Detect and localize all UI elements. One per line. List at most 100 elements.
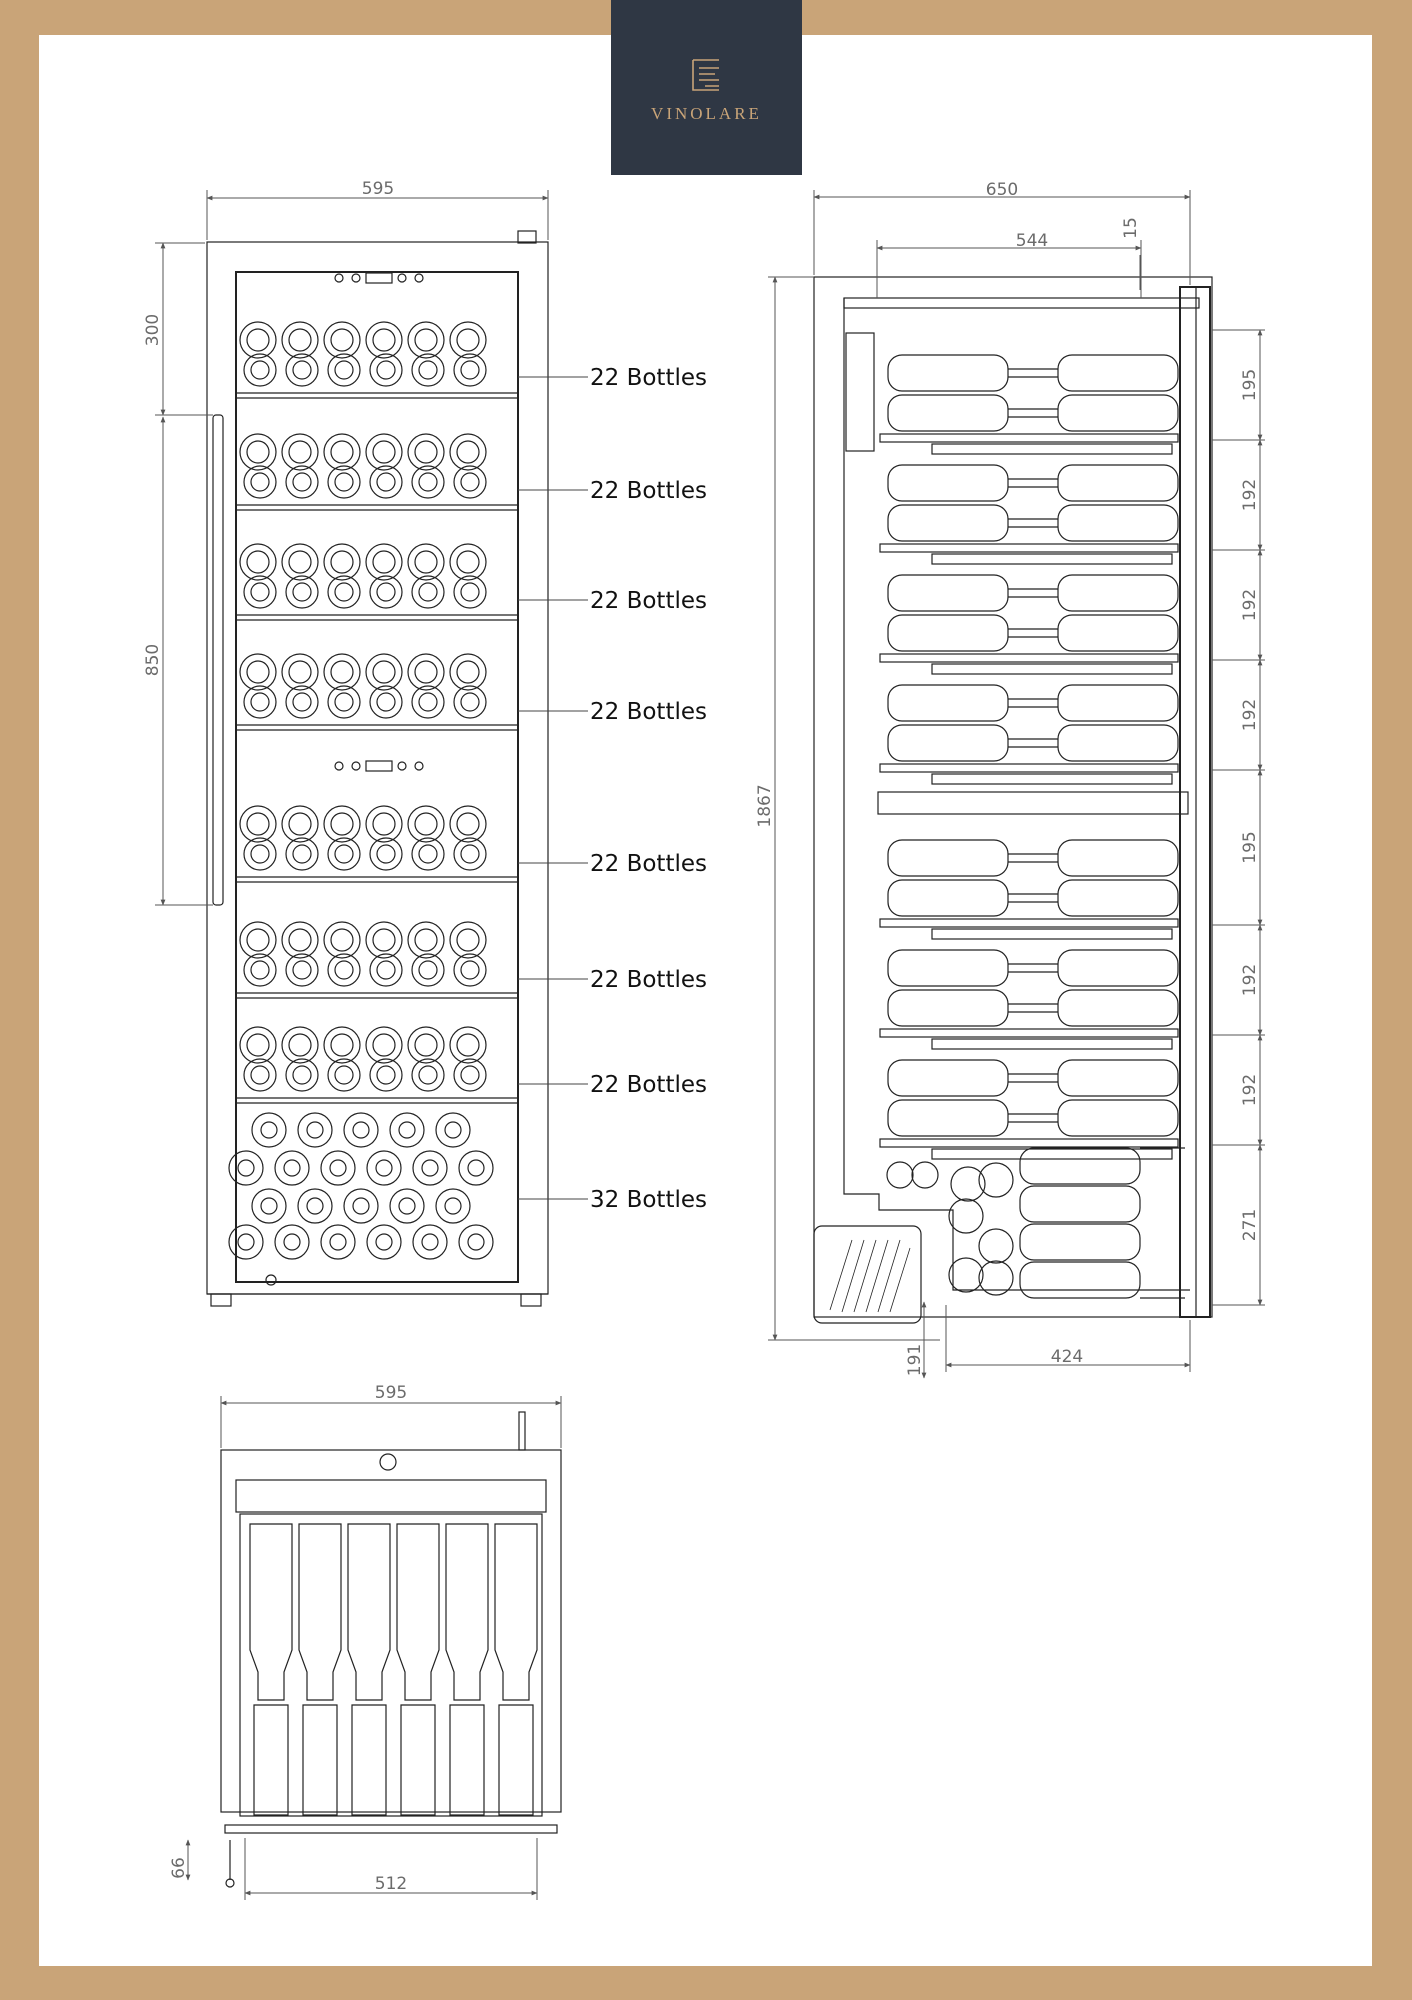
- bottle-base-icon: [435, 1188, 471, 1224]
- bottle-base-icon: [407, 321, 445, 359]
- brand-logo: VINOLARE: [611, 0, 802, 175]
- bottle-icon: [298, 1523, 342, 1701]
- bottle-base-icon: [449, 653, 487, 691]
- bottle-base-icon: [323, 321, 361, 359]
- bottle-base-icon: [366, 1150, 402, 1186]
- bottle-base-icon: [369, 837, 403, 871]
- bottle-base-icon: [323, 653, 361, 691]
- bottle-base-icon: [365, 433, 403, 471]
- bottle-base-icon: [369, 1058, 403, 1092]
- bottle-base-icon: [327, 1058, 361, 1092]
- bottle-base-icon: [327, 353, 361, 387]
- shelf-spacing-label: 271: [1240, 1209, 1260, 1241]
- bottle-base-icon: [239, 321, 277, 359]
- bottle-base-icon: [407, 805, 445, 843]
- shelf-spacing-label: 192: [1240, 1074, 1260, 1106]
- bottle-base-icon: [274, 1150, 310, 1186]
- shelf-spacing-label: 192: [1240, 964, 1260, 996]
- bottle-icon: [445, 1523, 489, 1701]
- bottle-base-icon: [251, 1112, 287, 1148]
- bottle-base-icon: [412, 1224, 448, 1260]
- bottle-base-icon: [458, 1224, 494, 1260]
- bottle-base-icon: [453, 837, 487, 871]
- top-cabinet-outline: [220, 1449, 562, 1813]
- bottle-icon: [449, 1704, 485, 1816]
- bottle-base-icon: [228, 1224, 264, 1260]
- bottle-base-icon: [453, 1058, 487, 1092]
- shelf-spacing-label: 192: [1240, 479, 1260, 511]
- total-height-label: 1867: [755, 784, 775, 827]
- bottle-base-icon: [449, 433, 487, 471]
- bottle-base-icon: [343, 1188, 379, 1224]
- page-frame: [39, 35, 1372, 1966]
- side-dimensions: [768, 190, 1265, 1379]
- bottle-base-icon: [285, 685, 319, 719]
- bottle-base-icon: [366, 1224, 402, 1260]
- bottle-base-icon: [411, 575, 445, 609]
- bottle-base-icon: [285, 465, 319, 499]
- shelf-capacity-label: 22 Bottles: [590, 1072, 707, 1098]
- front-shelf: [236, 321, 518, 399]
- bottle-base-icon: [285, 353, 319, 387]
- bottle-base-icon: [453, 353, 487, 387]
- bottle-base-icon: [327, 685, 361, 719]
- bottle-base-icon: [285, 575, 319, 609]
- bottle-base-icon: [243, 1058, 277, 1092]
- bottle-base-icon: [411, 465, 445, 499]
- shelf-spacing-label: 192: [1240, 589, 1260, 621]
- bottle-base-icon: [243, 353, 277, 387]
- shelf-capacity-label: 22 Bottles: [590, 851, 707, 877]
- side-shelf: [879, 354, 1179, 455]
- bottle-base-icon: [411, 685, 445, 719]
- bottle-base-icon: [243, 837, 277, 871]
- bottle-icon: [494, 1523, 538, 1701]
- bottle-icon: [302, 1704, 338, 1816]
- bottle-base-icon: [251, 1188, 287, 1224]
- bottle-icon: [400, 1704, 436, 1816]
- zone-divider: [877, 791, 1189, 815]
- bottle-base-icon: [323, 543, 361, 581]
- base-height-label: 191: [905, 1344, 925, 1376]
- side-shelf: [879, 574, 1179, 675]
- side-inner-depth-label: 544: [1016, 231, 1048, 251]
- bottle-base-icon: [281, 653, 319, 691]
- side-shelf: [879, 949, 1179, 1050]
- front-width-label: 595: [362, 179, 394, 199]
- bottle-icon: [351, 1704, 387, 1816]
- shelf-spacing-label: 195: [1240, 369, 1260, 401]
- bottle-base-icon: [281, 921, 319, 959]
- side-shelf: [879, 1059, 1179, 1160]
- front-dimensions: [155, 190, 549, 906]
- bottle-icon: [249, 1523, 293, 1701]
- bottle-base-icon: [243, 953, 277, 987]
- top-offset-label: 66: [169, 1857, 189, 1879]
- bottle-base-icon: [320, 1150, 356, 1186]
- bottle-base-icon: [285, 837, 319, 871]
- bottle-base-icon: [411, 353, 445, 387]
- bottle-base-icon: [323, 805, 361, 843]
- bottle-base-icon: [365, 321, 403, 359]
- compressor: [813, 1225, 922, 1324]
- bottle-base-icon: [365, 921, 403, 959]
- bottle-base-icon: [320, 1224, 356, 1260]
- bottle-base-icon: [407, 921, 445, 959]
- bottle-base-icon: [365, 653, 403, 691]
- front-view: [206, 230, 549, 1307]
- front-bottom-rack: [228, 1112, 494, 1260]
- bottle-base-icon: [449, 1026, 487, 1064]
- bottle-icon: [396, 1523, 440, 1701]
- bottle-base-icon: [453, 953, 487, 987]
- bottle-base-icon: [449, 805, 487, 843]
- front-middle-height-label: 850: [143, 644, 163, 676]
- top-inner-width-label: 512: [375, 1874, 407, 1894]
- front-shelf: [236, 805, 518, 883]
- shelf-capacity-label: 22 Bottles: [590, 967, 707, 993]
- bottle-base-icon: [281, 321, 319, 359]
- top-view: [220, 1411, 562, 1888]
- bottle-base-icon: [228, 1150, 264, 1186]
- wine-rack-logo-icon: [692, 59, 719, 91]
- front-top-height-label: 300: [143, 314, 163, 346]
- bottle-base-icon: [369, 953, 403, 987]
- base-depth-label: 424: [1051, 1347, 1083, 1367]
- shelf-capacity-label: 22 Bottles: [590, 699, 707, 725]
